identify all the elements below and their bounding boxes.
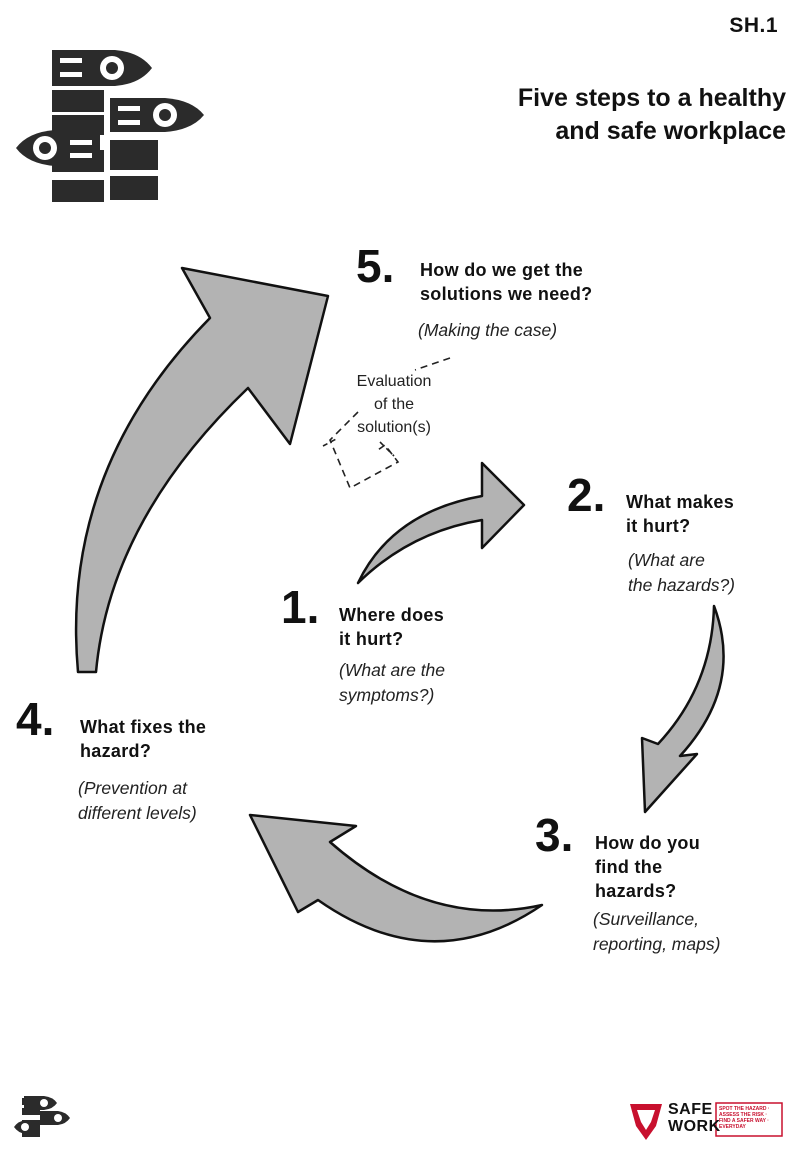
step-4-subtitle: (Prevention at different levels)	[78, 776, 197, 826]
step-1-question-line-2: it hurt?	[339, 629, 404, 649]
step-3-subtitle-line-2: reporting, maps)	[593, 934, 721, 954]
step-1-subtitle-line-1: (What are the	[339, 660, 446, 680]
step-2-question: What makes it hurt?	[626, 490, 734, 538]
footer-eyes-logo	[14, 1096, 70, 1137]
step-4-subtitle-line-1: (Prevention at	[78, 778, 187, 798]
step-5-question: How do we get the solutions we need?	[420, 258, 592, 306]
step-3-question-line-1: How do you	[595, 833, 700, 853]
evaluation-dashed-arrow	[329, 357, 451, 490]
step-1-question: Where does it hurt?	[339, 603, 444, 651]
step-4-question-line-2: hazard?	[80, 741, 152, 761]
sheet-code: SH.1	[729, 14, 778, 37]
evaluation-label: Evaluation of the solution(s)	[324, 370, 464, 439]
step-1-subtitle-line-2: symptoms?)	[339, 685, 435, 705]
step-4-number: 4.	[16, 693, 55, 745]
safe-work-logo	[630, 1102, 783, 1140]
step-5-question-line-1: How do we get the	[420, 260, 584, 280]
step-2-subtitle-line-2: the hazards?)	[628, 575, 736, 595]
step-1-number: 1.	[281, 581, 320, 633]
step-3-question-line-3: hazards?	[595, 881, 677, 901]
brand-line-1: SAFE	[668, 1101, 713, 1118]
step-5-number: 5.	[356, 240, 395, 292]
step-2-question-line-1: What makes	[626, 492, 735, 512]
arrow-2-to-3	[640, 604, 725, 814]
page-title: Five steps to a healthy and safe workpla…	[518, 82, 786, 148]
step-2-question-line-2: it hurt?	[626, 516, 691, 536]
step-2-number: 2.	[567, 469, 606, 521]
brand-line-2: WORK	[668, 1118, 721, 1135]
eyes-logo	[15, 45, 204, 203]
step-5-question-line-2: solutions we need?	[420, 284, 593, 304]
step-3-subtitle: (Surveillance, reporting, maps)	[593, 907, 720, 957]
arrow-4-to-5	[74, 266, 330, 674]
step-3-question-line-2: find the	[595, 857, 663, 877]
step-4-subtitle-line-2: different levels)	[78, 803, 197, 823]
safe-work-brand: SAFE WORK	[668, 1101, 721, 1135]
step-2-subtitle: (What are the hazards?)	[628, 548, 735, 598]
title-line-1: Five steps to a healthy	[517, 84, 786, 112]
step-1-subtitle: (What are the symptoms?)	[339, 658, 445, 708]
title-line-2: and safe workplace	[555, 117, 786, 145]
step-4-question: What fixes the hazard?	[80, 715, 206, 763]
arrow-3-to-4	[248, 813, 544, 943]
step-4-question-line-1: What fixes the	[80, 717, 207, 737]
step-5-subtitle: (Making the case)	[418, 320, 558, 340]
step-3-number: 3.	[535, 809, 574, 861]
evaluation-line-1: Evaluation	[356, 373, 432, 390]
arrow-1-to-2	[356, 461, 526, 585]
safe-work-tagline: SPOT THE HAZARD · ASSESS THE RISK · FIND…	[719, 1106, 770, 1130]
evaluation-line-2: of the	[373, 396, 415, 413]
step-3-question: How do you find the hazards?	[595, 831, 700, 903]
evaluation-line-3: solution(s)	[357, 419, 431, 436]
step-1-question-line-1: Where does	[339, 605, 445, 625]
step-3-subtitle-line-1: (Surveillance,	[593, 909, 700, 929]
step-2-subtitle-line-1: (What are	[628, 550, 705, 570]
